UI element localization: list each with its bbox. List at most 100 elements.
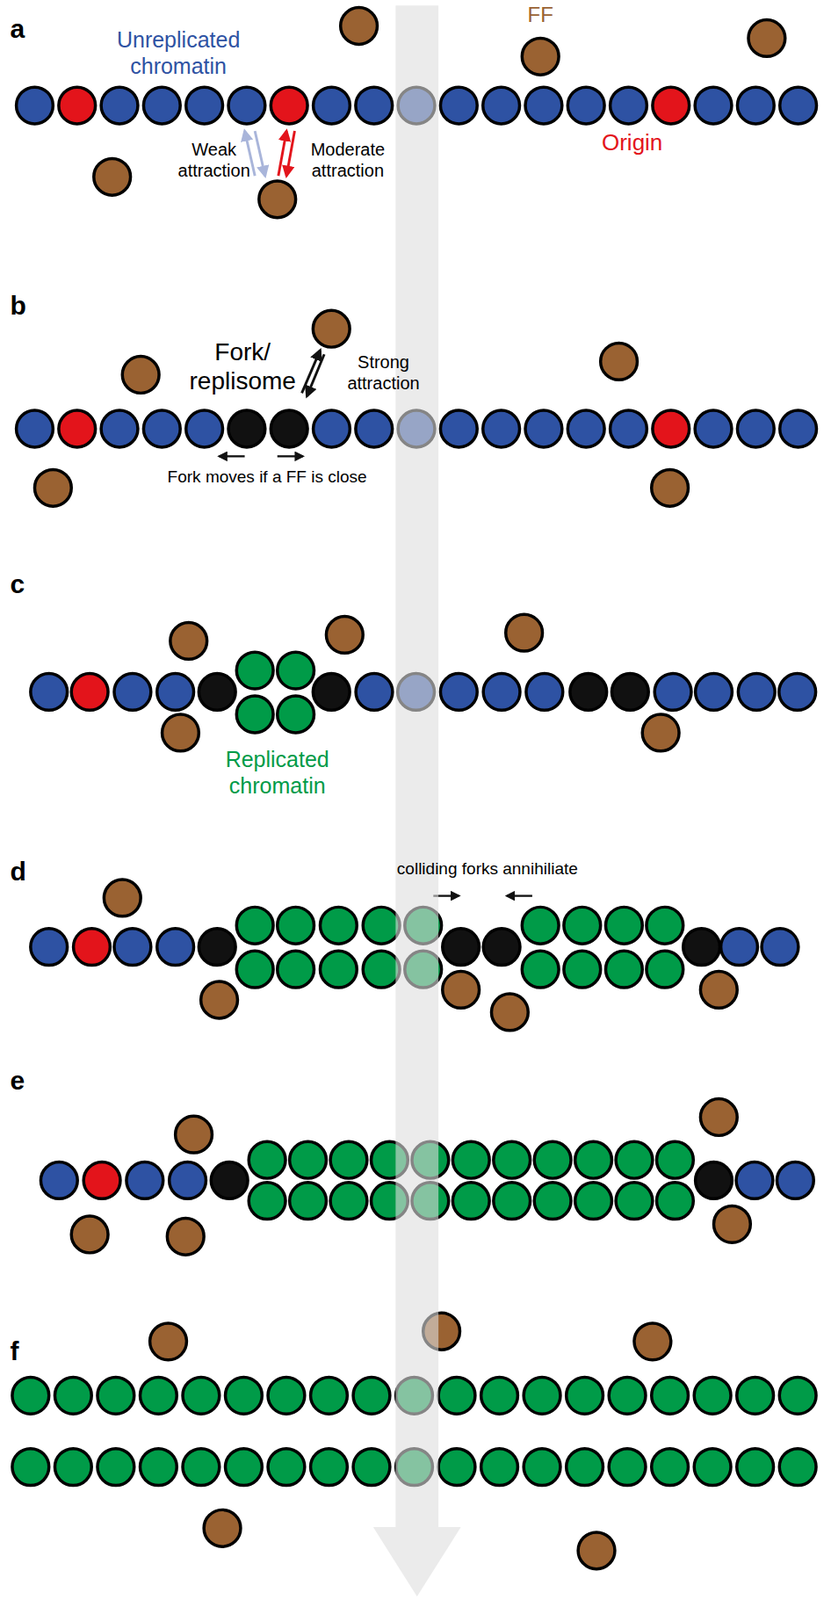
chromatin-bead xyxy=(737,673,775,711)
time-arrow xyxy=(373,5,462,1597)
ff-particle xyxy=(203,1509,241,1547)
chromatin-bead xyxy=(652,410,690,448)
replicated-bead xyxy=(608,1448,646,1486)
chromatin-bead xyxy=(440,673,477,711)
chromatin-bead xyxy=(526,673,564,711)
origin-label: Origin xyxy=(601,129,663,157)
weak-arrow xyxy=(254,130,266,176)
panel-letter: f xyxy=(10,1335,20,1367)
replicated-bead xyxy=(248,1182,286,1220)
replicated-bead xyxy=(575,1141,613,1178)
chromatin-bead xyxy=(776,1162,814,1200)
panel-letter: c xyxy=(10,568,26,600)
ff-particle xyxy=(175,1115,213,1153)
collision-note: colliding forks annihiliate xyxy=(397,859,579,880)
chromatin-bead xyxy=(610,410,648,448)
replicated-bead xyxy=(452,1141,490,1178)
ff-particle xyxy=(312,310,350,347)
chromatin-bead xyxy=(736,1162,774,1200)
chromatin-bead xyxy=(101,410,138,448)
replicated-bead xyxy=(139,1448,177,1486)
replicated-bead xyxy=(225,1376,263,1414)
replicated-bead xyxy=(737,1448,774,1486)
replicated-bead xyxy=(608,1376,646,1414)
chromatin-bead xyxy=(198,673,236,711)
ff-particle xyxy=(71,1215,109,1253)
replicated-bead xyxy=(12,1376,50,1414)
chromatin-bead xyxy=(483,673,521,711)
replicated-bead xyxy=(523,1448,561,1486)
chromatin-bead xyxy=(695,1162,733,1200)
ff-particle xyxy=(578,1531,615,1569)
ff-particle xyxy=(166,1217,204,1255)
replicated-bead xyxy=(54,1448,92,1486)
replicated-bead xyxy=(236,695,274,733)
replicated-bead xyxy=(615,1182,653,1220)
chromatin-bead xyxy=(694,86,732,124)
ff-particle xyxy=(150,1322,188,1360)
replicated-bead xyxy=(521,950,559,988)
chromatin-bead xyxy=(143,410,181,448)
replicated-bead xyxy=(236,950,274,988)
chromatin-bead xyxy=(779,673,817,711)
replicated-bead xyxy=(605,906,643,944)
chromatin-bead xyxy=(683,928,721,966)
ff-particle xyxy=(325,616,363,654)
replicated-bead xyxy=(267,1376,305,1414)
chromatin-bead xyxy=(58,86,96,124)
chromatin-bead xyxy=(442,928,480,966)
ff-particle xyxy=(201,981,239,1019)
chromatin-bead xyxy=(198,928,236,966)
chromatin-bead xyxy=(721,928,759,966)
chromatin-bead xyxy=(652,86,690,124)
replicated-bead xyxy=(521,906,559,944)
chromatin-bead xyxy=(270,86,308,124)
replicated-bead xyxy=(225,1448,263,1486)
chromatin-bead xyxy=(737,410,774,448)
replicated-bead xyxy=(534,1141,571,1178)
ff-particle xyxy=(505,614,543,651)
chromatin-bead xyxy=(101,86,138,124)
replicated-bead xyxy=(310,1376,348,1414)
ff-particle xyxy=(170,622,208,660)
replicated-bead xyxy=(12,1448,50,1486)
replicated-bead xyxy=(353,1448,391,1486)
ff-particle xyxy=(103,879,141,917)
ff-particle xyxy=(340,7,378,45)
ff-particle xyxy=(491,993,528,1031)
replicated-bead xyxy=(493,1141,531,1178)
replicated-bead xyxy=(97,1448,135,1486)
panel-letter: d xyxy=(10,855,27,888)
chromatin-bead xyxy=(16,86,54,124)
chromatin-bead xyxy=(761,928,799,966)
collide-arrow xyxy=(506,894,533,897)
chromatin-bead xyxy=(654,673,692,711)
replicated-bead xyxy=(566,1376,604,1414)
chromatin-bead xyxy=(313,86,351,124)
replicated-bead xyxy=(523,1376,561,1414)
chromatin-bead xyxy=(694,410,732,448)
replicated-bead xyxy=(779,1376,817,1414)
replicated-bead xyxy=(353,1376,391,1414)
replicated-bead xyxy=(646,950,684,988)
replicated-bead xyxy=(452,1182,490,1220)
chromatin-bead xyxy=(780,410,817,448)
ff-particle xyxy=(714,1205,752,1243)
chromatin-bead xyxy=(210,1162,248,1200)
replicated-bead xyxy=(267,1448,305,1486)
chromatin-bead xyxy=(30,928,68,966)
replicated-bead xyxy=(236,651,274,689)
moderate-arrow xyxy=(278,130,287,176)
chromatin-bead xyxy=(483,86,521,124)
replicated-bead xyxy=(534,1182,571,1220)
chromatin-bead xyxy=(186,410,224,448)
replicated-bead xyxy=(277,695,315,733)
fork-move-arrow xyxy=(219,455,246,457)
replicated-bead xyxy=(657,1141,694,1178)
chromatin-bead xyxy=(270,410,308,448)
replicated-bead xyxy=(657,1182,694,1220)
chromatin-bead xyxy=(567,410,605,448)
chromatin-bead xyxy=(483,410,521,448)
strong-arrow xyxy=(306,354,325,397)
ff-particle xyxy=(442,971,480,1009)
